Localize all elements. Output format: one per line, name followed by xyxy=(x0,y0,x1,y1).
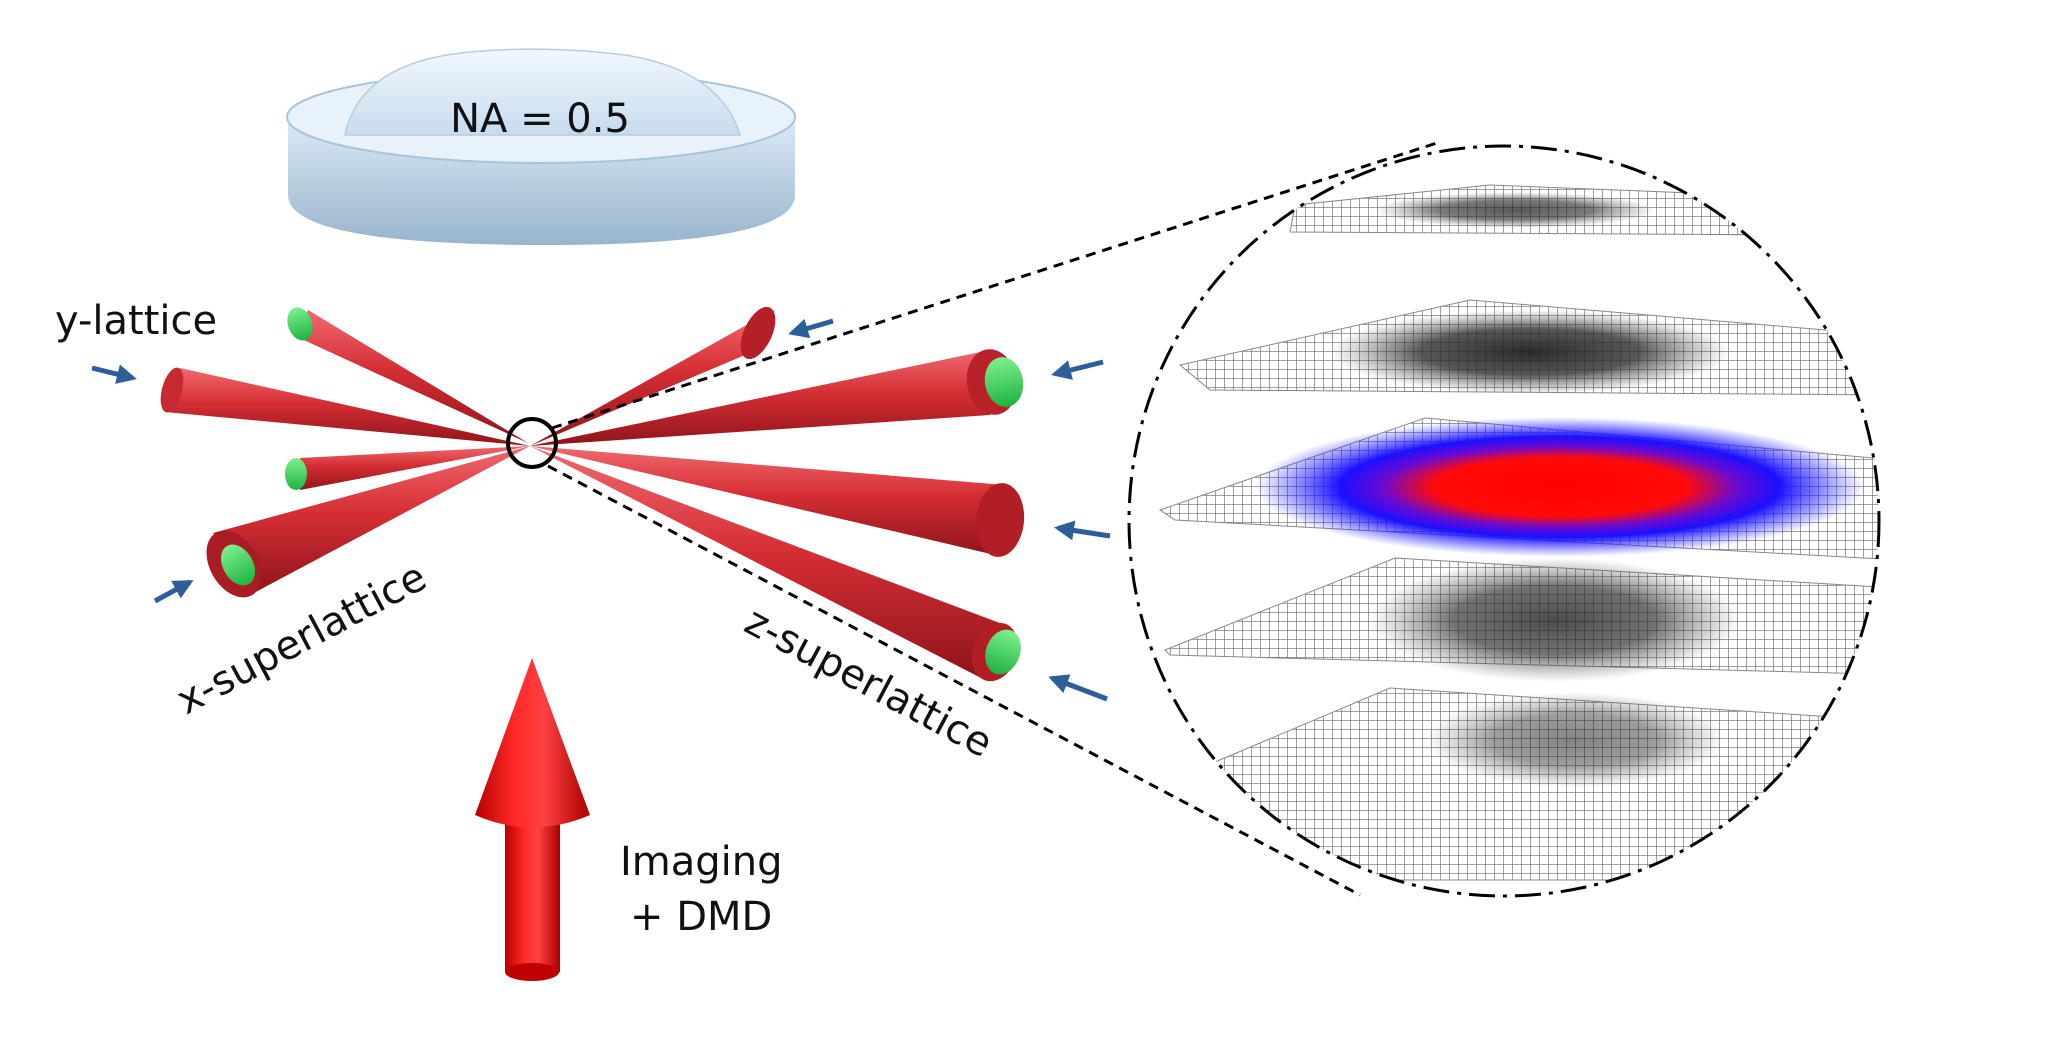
dmd-label: + DMD xyxy=(630,894,772,940)
x-superlattice-beam-front xyxy=(213,446,530,595)
inset-boundary xyxy=(1127,144,1881,898)
laser-beams xyxy=(160,306,1025,682)
inset-zoom xyxy=(1127,144,1881,898)
zoom-lines xyxy=(547,140,1441,897)
x-superlattice-beam-right xyxy=(530,446,1005,555)
lattice-layer xyxy=(1289,184,1796,236)
small-arrow-icon xyxy=(153,579,194,604)
atom-cloud-layer xyxy=(1158,417,1879,561)
focus-marker xyxy=(506,417,558,469)
z-beam-back xyxy=(300,446,530,490)
imaging-arrow xyxy=(475,658,590,981)
small-arrow-icon xyxy=(1048,674,1108,702)
x-superlattice-label: x-superlattice xyxy=(169,554,434,724)
y-lattice-beam-back xyxy=(295,310,528,443)
objective-lens: NA = 0.5 xyxy=(286,48,796,245)
atom-cloud xyxy=(1255,417,1865,557)
small-arrow-icon xyxy=(788,318,834,339)
objective-na-label: NA = 0.5 xyxy=(450,96,630,142)
beam-direction-arrows xyxy=(91,318,1111,702)
x-beam-back xyxy=(530,313,768,446)
y-lattice-label: y-lattice xyxy=(55,298,217,344)
z-superlattice-beam-front xyxy=(530,446,1005,680)
small-arrow-icon xyxy=(1051,359,1104,380)
lattice-layer xyxy=(1164,557,1879,682)
small-arrow-icon xyxy=(1054,520,1111,541)
imaging-label: Imaging xyxy=(620,839,783,885)
lattice-layer xyxy=(1178,299,1879,396)
y-lattice-beam-front xyxy=(165,368,530,446)
y-lattice-beam-right xyxy=(530,350,990,446)
small-arrow-icon xyxy=(91,364,137,384)
